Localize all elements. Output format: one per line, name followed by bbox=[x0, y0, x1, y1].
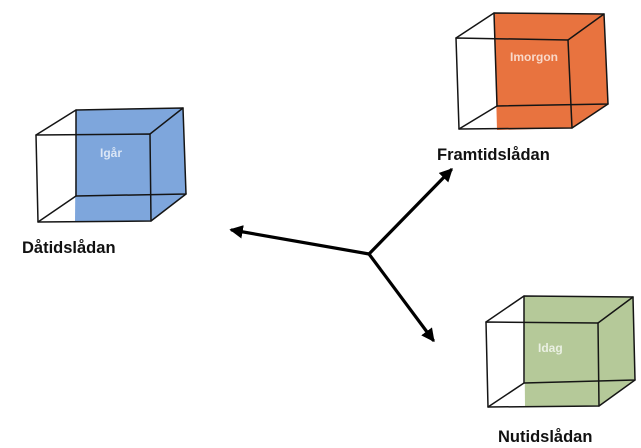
past-box: Igår bbox=[35, 107, 187, 223]
future-box-depth-edges bbox=[455, 12, 609, 130]
present-box-depth-edges bbox=[485, 295, 636, 408]
arrow-to-present bbox=[367, 252, 435, 343]
future-box-caption: Framtidslådan bbox=[437, 146, 550, 164]
present-box: Idag bbox=[485, 295, 636, 408]
present-box-fill bbox=[524, 296, 635, 407]
future-box: Imorgon bbox=[455, 12, 609, 130]
arrow-to-future bbox=[367, 168, 453, 256]
past-box-caption: Dåtidslådan bbox=[22, 239, 116, 257]
past-box-label: Igår bbox=[100, 146, 122, 160]
arrows bbox=[229, 168, 453, 343]
present-box-caption: Nutidslådan bbox=[498, 428, 592, 446]
present-box-label: Idag bbox=[538, 341, 563, 355]
future-box-label: Imorgon bbox=[510, 50, 558, 64]
past-box-depth-edges bbox=[35, 107, 187, 223]
future-box-fill bbox=[494, 13, 608, 130]
arrow-to-past bbox=[229, 225, 371, 256]
past-box-fill bbox=[75, 108, 186, 222]
